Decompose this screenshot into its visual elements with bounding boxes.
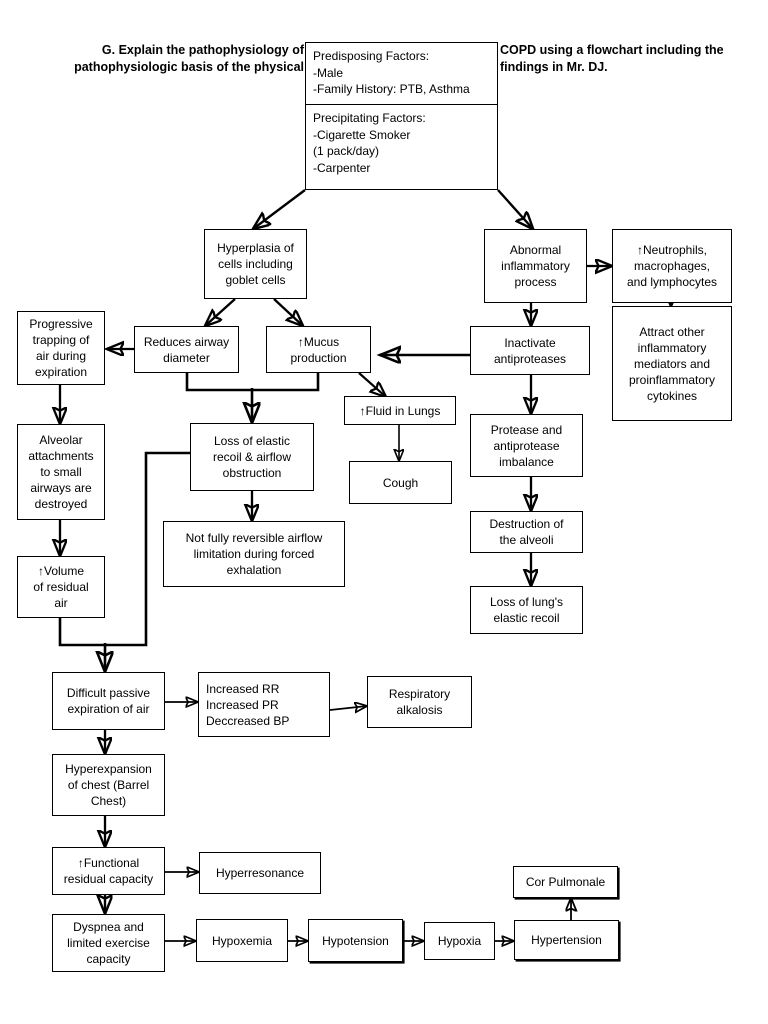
node-protease-imbalance: Protease and antiprotease imbalance [470,414,583,477]
node-cor-pulmonale-label: Cor Pulmonale [525,875,606,889]
node-neutrophils: ↑Neutrophils, macrophages, and lymphocyt… [612,229,732,303]
node-hyperexpansion-chest-label: Hyperexpansion of chest (Barrel Chest) [65,762,152,808]
node-hypoxemia: Hypoxemia [196,919,288,962]
node-hyperresonance-label: Hyperresonance [215,866,305,880]
node-destruction-alveoli: Destruction of the alveoli [470,511,583,553]
node-attract-other-label: Attract other inflammatory mediators and… [628,324,716,403]
node-functional-residual-capacity: ↑Functional residual capacity [52,847,165,895]
node-alveolar-attachments: Alveolar attachments to small airways ar… [17,424,105,520]
heading-left-line1: G. Explain the pathophysiology of [101,43,304,57]
node-hypoxemia-label: Hypoxemia [211,933,273,948]
node-functional-residual-capacity-label: ↑Functional residual capacity [63,856,154,886]
node-hypertension-label: Hypertension [531,933,602,947]
node-cor-pulmonale: Cor Pulmonale [513,866,618,898]
factors-card: Predisposing Factors: -Male -Family Hist… [305,42,498,190]
node-difficult-passive-expiration-label: Difficult passive expiration of air [66,686,151,716]
heading-left-line2: pathophysiologic basis of the physical [74,60,304,74]
node-progressive-trapping-label: Progressive trapping of air during expir… [29,317,93,379]
node-loss-lung-elastic-recoil-label: Loss of lung's elastic recoil [489,595,563,625]
node-abnormal-inflammatory: Abnormal inflammatory process [484,229,587,303]
precipitating-factors: Precipitating Factors: -Cigarette Smoker… [313,111,426,175]
node-hypertension: Hypertension [514,920,619,960]
node-hyperplasia-label: Hyperplasia of cells including goblet ce… [217,241,294,287]
node-loss-elastic-recoil: Loss of elastic recoil & airflow obstruc… [190,423,314,491]
node-respiratory-alkalosis-label: Respiratory alkalosis [388,687,451,717]
node-neutrophils-label: ↑Neutrophils, macrophages, and lymphocyt… [626,243,718,289]
node-inactivate-antiproteases: Inactivate antiproteases [470,326,590,375]
node-difficult-passive-expiration: Difficult passive expiration of air [52,672,165,730]
node-hyperplasia: Hyperplasia of cells including goblet ce… [204,229,307,299]
node-hyperexpansion-chest: Hyperexpansion of chest (Barrel Chest) [52,754,165,816]
node-dyspnea: Dyspnea and limited exercise capacity [52,914,165,972]
node-not-fully-reversible: Not fully reversible airflow limitation … [163,521,345,587]
heading-right: COPD using a flowchart including the fin… [500,42,750,76]
node-alveolar-attachments-label: Alveolar attachments to small airways ar… [28,433,94,511]
node-cough: Cough [349,461,452,504]
node-inactivate-antiproteases-label: Inactivate antiproteases [493,335,567,366]
node-hypotension: Hypotension [308,919,403,962]
node-attract-other: Attract other inflammatory mediators and… [612,306,732,421]
node-volume-residual-air: ↑Volume of residual air [17,556,105,618]
node-loss-lung-elastic-recoil: Loss of lung's elastic recoil [470,586,583,634]
node-protease-imbalance-label: Protease and antiprotease imbalance [490,422,563,469]
node-hypoxia: Hypoxia [424,922,495,960]
node-reduces-airway: Reduces airway diameter [134,326,239,373]
node-vitals: Increased RR Increased PR Deccreased BP [198,672,330,737]
node-progressive-trapping: Progressive trapping of air during expir… [17,311,105,385]
node-hyperresonance: Hyperresonance [199,852,321,894]
node-cough-label: Cough [382,475,419,490]
node-respiratory-alkalosis: Respiratory alkalosis [367,676,472,728]
node-mucus-production: ↑Mucus production [266,326,371,373]
node-not-fully-reversible-label: Not fully reversible airflow limitation … [185,531,323,577]
heading-right-line2: findings in Mr. DJ. [500,60,608,74]
node-abnormal-inflammatory-label: Abnormal inflammatory process [501,243,570,289]
node-fluid-in-lungs: ↑Fluid in Lungs [344,396,456,425]
predisposing-factors: Predisposing Factors: -Male -Family Hist… [306,43,497,105]
heading-left: G. Explain the pathophysiology of pathop… [22,42,304,76]
node-hypotension-label: Hypotension [322,933,389,948]
node-loss-elastic-recoil-label: Loss of elastic recoil & airflow obstruc… [212,434,292,480]
node-reduces-airway-label: Reduces airway diameter [143,334,230,365]
node-destruction-alveoli-label: Destruction of the alveoli [489,517,564,547]
node-volume-residual-air-label: ↑Volume of residual air [33,564,89,610]
node-mucus-production-label: ↑Mucus production [290,334,347,365]
node-dyspnea-label: Dyspnea and limited exercise capacity [67,920,150,966]
node-hypoxia-label: Hypoxia [437,934,482,948]
heading-right-line1: COPD using a flowchart including the [500,43,724,57]
node-vitals-label: Increased RR Increased PR Deccreased BP [206,681,290,728]
node-fluid-in-lungs-label: ↑Fluid in Lungs [359,403,441,418]
